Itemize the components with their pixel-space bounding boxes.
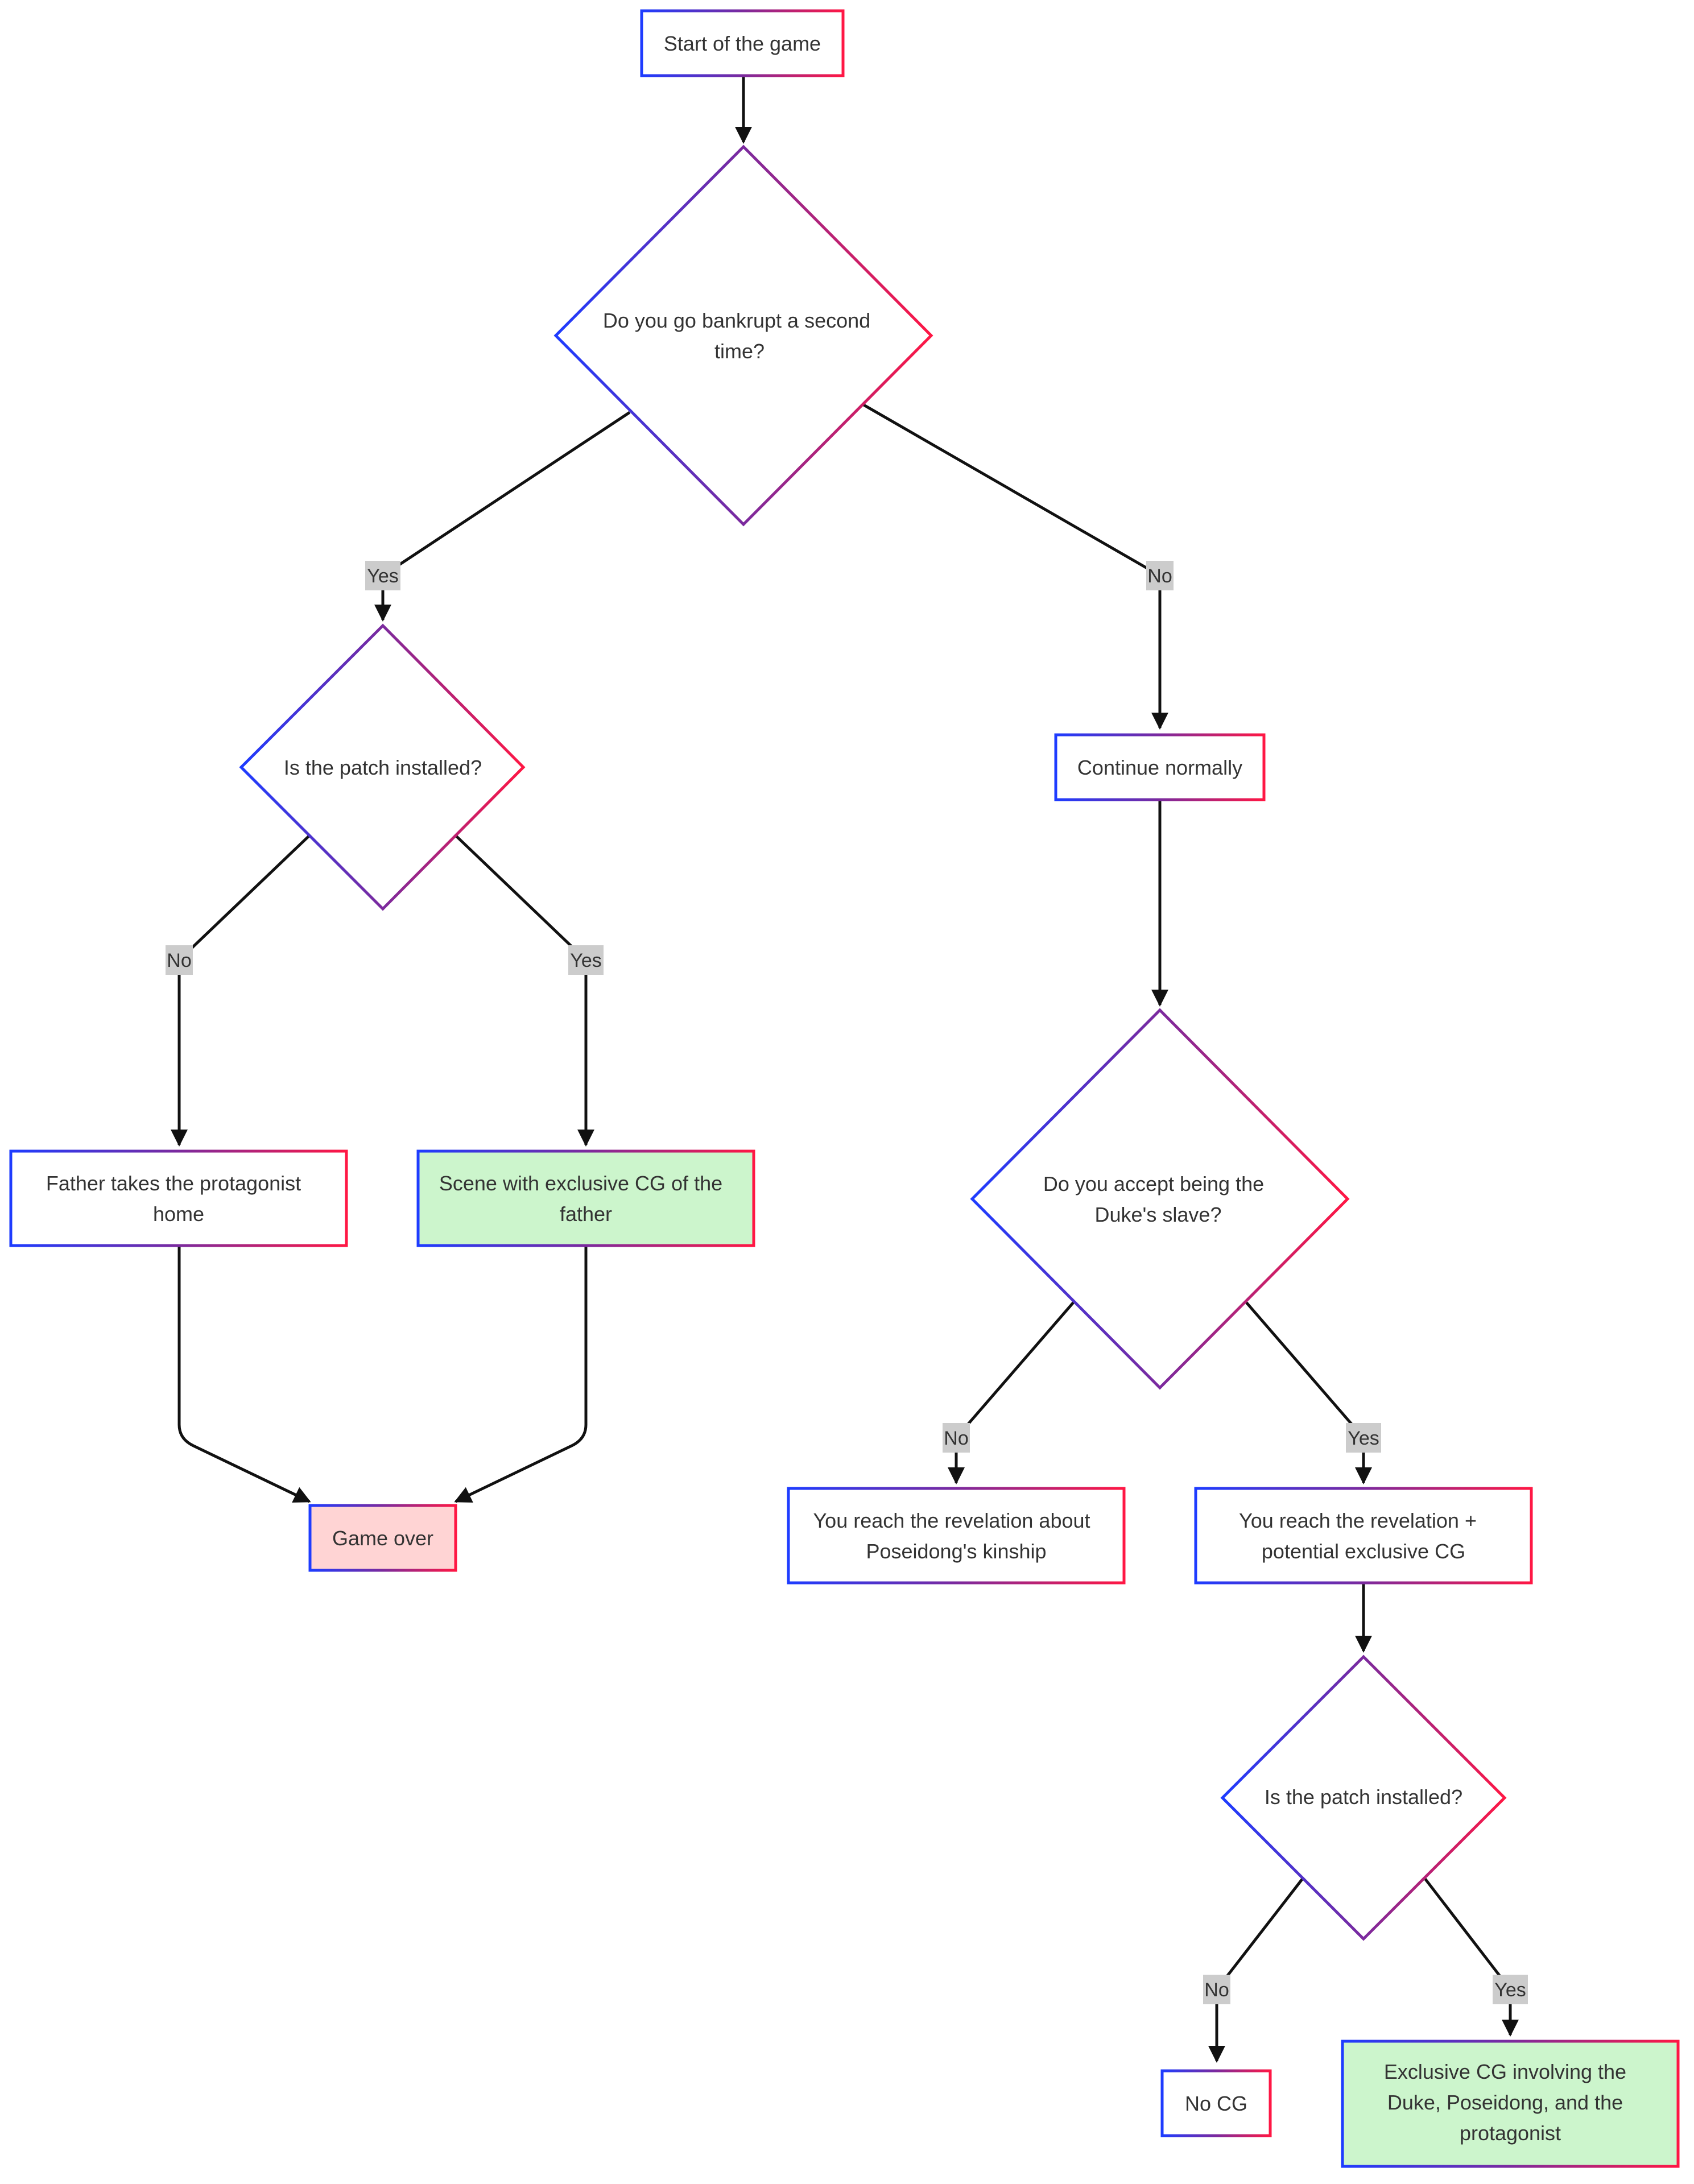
- edge-patch2-yes: [1424, 1877, 1519, 2037]
- edge-label-patch1-yes: Yes: [568, 945, 604, 975]
- node-text: No CG: [1185, 2092, 1247, 2115]
- node-text-line: Start of the game: [664, 32, 821, 55]
- node-text-line: No CG: [1185, 2092, 1247, 2115]
- edge-label-text: No: [944, 1428, 968, 1449]
- decision-duke-slave: Do you accept being the Duke's slave?: [970, 1008, 1350, 1390]
- node-exclusive-cg-duke-poseidong: Exclusive CG involving the Duke, Poseido…: [1341, 2040, 1680, 2168]
- node-text: Do you go bankrupt a second time?: [603, 309, 876, 363]
- node-continue-normally: Continue normally: [1054, 733, 1266, 801]
- edge-label-text: No: [167, 950, 191, 971]
- edge-patch1-no: [171, 835, 310, 1147]
- node-text-line: You reach the revelation +: [1239, 1509, 1477, 1532]
- node-text: Start of the game: [664, 32, 821, 55]
- node-text: Is the patch installed?: [1265, 1785, 1462, 1809]
- node-text-line: Duke, Poseidong, and the: [1387, 2091, 1623, 2114]
- node-text-line: Do you go bankrupt a second: [603, 309, 870, 332]
- edge-label-bankrupt-no: No: [1146, 561, 1174, 590]
- edge-father-home-to-gameover: [177, 1247, 311, 1503]
- node-father-takes-protagonist-home: Father takes the protagonist home: [9, 1149, 348, 1247]
- edge-label-background: [568, 945, 604, 975]
- edge-patch2-no: [1208, 1877, 1304, 2063]
- node-revelation-potential-cg: You reach the revelation + potential exc…: [1194, 1487, 1533, 1585]
- edge-label-patch1-no: No: [166, 945, 193, 975]
- edge-duke-no: [948, 1301, 1075, 1484]
- node-text-line: Is the patch installed?: [1265, 1785, 1462, 1809]
- node-text-line: Exclusive CG involving the: [1384, 2060, 1626, 2083]
- edge-label-text: No: [1204, 1979, 1229, 2001]
- node-text: Is the patch installed?: [284, 756, 482, 779]
- edge-label-background: [1146, 561, 1174, 590]
- node-text-line: home: [153, 1202, 204, 1226]
- node-text-line: protagonist: [1460, 2121, 1561, 2145]
- node-text-line: You reach the revelation about: [813, 1509, 1090, 1532]
- edge-label-duke-no: No: [943, 1423, 970, 1453]
- edge-label-duke-yes: Yes: [1346, 1423, 1381, 1453]
- node-no-cg: No CG: [1160, 2069, 1272, 2137]
- edge-label-background: [1493, 1975, 1528, 2004]
- edge-labels: Yes No No Yes No Yes No Yes: [166, 561, 1528, 2004]
- decision-patch-installed-2: Is the patch installed?: [1220, 1654, 1507, 1941]
- node-text-line: potential exclusive CG: [1262, 1540, 1465, 1563]
- edge-label-patch2-yes: Yes: [1493, 1975, 1528, 2004]
- node-text: You reach the revelation + potential exc…: [1239, 1509, 1482, 1563]
- node-text: Exclusive CG involving the Duke, Poseido…: [1384, 2060, 1632, 2145]
- edge-label-background: [166, 945, 193, 975]
- node-start-of-game: Start of the game: [640, 9, 845, 77]
- node-text-line: Is the patch installed?: [284, 756, 482, 779]
- edge-label-bankrupt-yes: Yes: [365, 561, 400, 590]
- nodes: Start of the game Do you go bankrupt a s…: [9, 9, 1680, 2168]
- node-text: Father takes the protagonist home: [46, 1172, 307, 1226]
- edge-label-background: [943, 1423, 970, 1453]
- edge-label-text: Yes: [1494, 1979, 1526, 2001]
- edge-duke-yes: [1245, 1301, 1372, 1484]
- edge-label-text: No: [1147, 565, 1172, 587]
- edge-label-text: Yes: [1348, 1428, 1379, 1449]
- node-text-line: father: [560, 1202, 612, 1226]
- node-text: Scene with exclusive CG of the father: [439, 1172, 728, 1226]
- node-text-line: Game over: [332, 1527, 433, 1550]
- edge-label-background: [365, 561, 400, 590]
- node-text-line: Father takes the protagonist: [46, 1172, 301, 1195]
- edge-label-text: Yes: [570, 950, 601, 971]
- node-text-line: Scene with exclusive CG of the: [439, 1172, 722, 1195]
- edge-bankrupt-yes: [374, 411, 631, 622]
- edge-label-background: [1346, 1423, 1381, 1453]
- node-text: Continue normally: [1077, 756, 1242, 779]
- decision-bankrupt-second-time: Do you go bankrupt a second time?: [553, 144, 933, 527]
- node-text: You reach the revelation about Poseidong…: [813, 1509, 1096, 1563]
- edge-patch1-yes: [455, 835, 594, 1147]
- edge-bankrupt-no: [861, 402, 1168, 730]
- node-text-line: Continue normally: [1077, 756, 1242, 779]
- decision-patch-installed-1: Is the patch installed?: [239, 623, 526, 911]
- node-revelation-kinship: You reach the revelation about Poseidong…: [787, 1487, 1126, 1585]
- node-text: Do you accept being the Duke's slave?: [1043, 1172, 1270, 1226]
- edge-father-cg-to-gameover: [454, 1247, 588, 1503]
- edge-label-patch2-no: No: [1203, 1975, 1230, 2004]
- edge-label-text: Yes: [367, 565, 398, 587]
- node-text-line: time?: [714, 340, 765, 363]
- node-text: Game over: [332, 1527, 433, 1550]
- node-text-line: Poseidong's kinship: [866, 1540, 1046, 1563]
- edge-label-background: [1203, 1975, 1230, 2004]
- node-text-line: Duke's slave?: [1095, 1203, 1222, 1226]
- node-game-over: Game over: [308, 1504, 457, 1572]
- node-text-line: Do you accept being the: [1043, 1172, 1264, 1196]
- node-father-exclusive-cg: Scene with exclusive CG of the father: [416, 1149, 755, 1247]
